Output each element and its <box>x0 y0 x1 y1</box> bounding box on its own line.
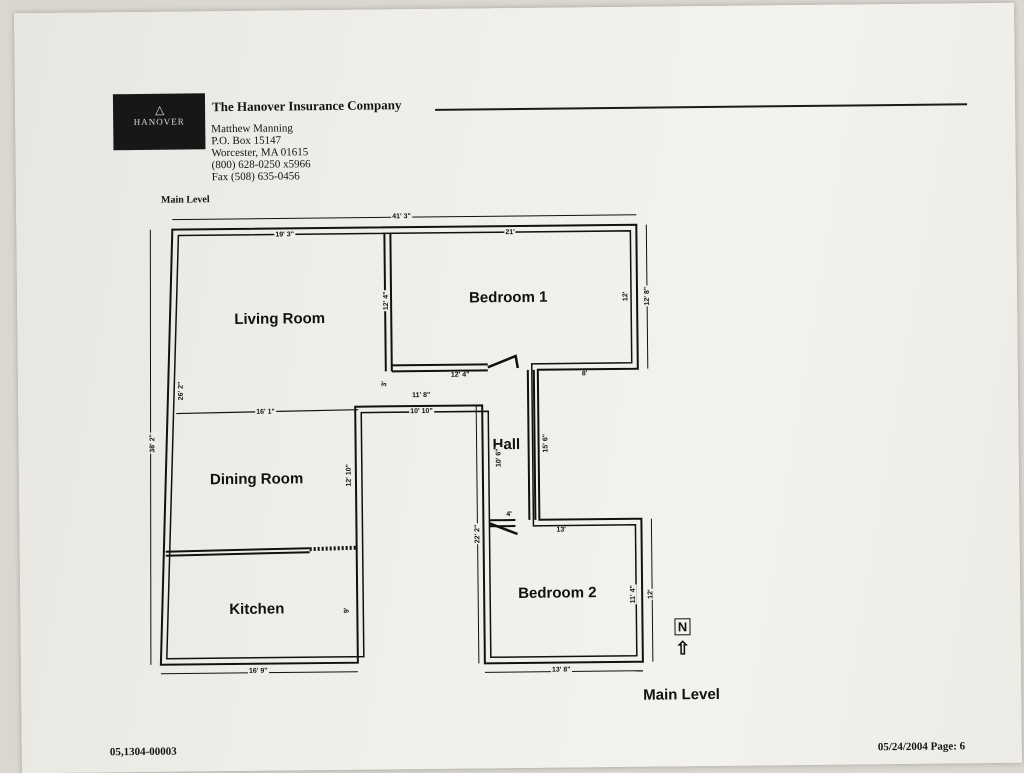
dim-bedroom1-right-outer: 12' 8" <box>643 285 651 307</box>
dim-living-left-height: 26' 2" <box>177 380 185 402</box>
level-caption: Main Level <box>643 685 721 704</box>
room-kitchen: Kitchen <box>229 600 285 619</box>
inner-wall-line <box>166 230 638 660</box>
room-bedroom-2: Bedroom 2 <box>518 584 597 603</box>
dim-bedroom1-bottom-left: 12' 4" <box>449 371 471 379</box>
dining-kitchen-wall <box>165 547 310 557</box>
room-living-room: Living Room <box>234 310 326 328</box>
north-letter: N <box>674 618 691 636</box>
dim-bedroom1-width: 21' <box>504 229 516 237</box>
dim-bedroom1-bottom-right: 8' <box>580 370 589 378</box>
dim-overall-width: 41' 3" <box>391 213 412 221</box>
dim-bedroom2-width: 13' 8" <box>550 666 572 674</box>
dim-living-bedroom-wall: 12' 4" <box>382 290 390 312</box>
dim-hall-top-outer: 11' 8" <box>411 391 432 400</box>
door-bedroom2 <box>488 522 518 536</box>
dim-hall-right: 15' 6" <box>542 432 550 454</box>
outer-wall <box>159 223 644 666</box>
dim-bedroom2-inner-height: 11' 4" <box>629 584 637 605</box>
room-dining-room: Dining Room <box>209 470 304 489</box>
fax-page: △ HANOVER The Hanover Insurance Company … <box>14 2 1022 773</box>
north-arrow-icon: ⇧ <box>675 638 691 659</box>
dim-hall-bottom: 4' <box>505 511 513 519</box>
dim-small-offset: 3' <box>381 380 389 388</box>
floor-plan-drawing <box>149 214 654 675</box>
hall-right-wall <box>526 369 537 520</box>
dim-core-height: 22' 2" <box>474 523 482 545</box>
bedroom1-bottom-wall <box>391 363 488 373</box>
document-id: 05,1304-00003 <box>109 745 177 759</box>
room-bedroom-1: Bedroom 1 <box>468 288 548 307</box>
dim-bedroom1-right-inner: 12' <box>622 290 630 303</box>
kitchen-opening <box>309 545 356 552</box>
date-and-page: 05/24/2004 Page: 6 <box>877 740 966 754</box>
door-bedroom1 <box>487 354 520 369</box>
dim-overall-height: 38' 2" <box>149 432 157 454</box>
dim-dining-height: 12' 10" <box>345 462 353 488</box>
dim-hall-top-inner: 10' 10" <box>409 407 434 416</box>
dim-bedroom2-right-height: 12' <box>647 588 655 600</box>
dim-kitchen-width: 16' 9" <box>247 667 269 675</box>
north-indicator: N ⇧ <box>672 618 692 659</box>
dim-bedroom2-top: 13' <box>555 526 567 534</box>
dim-living-width: 19' 3" <box>274 231 296 239</box>
dim-hall-inner: 10' 6" <box>495 447 503 469</box>
dim-dining-width: 16' 1" <box>255 408 276 416</box>
dim-kitchen-right: 9' <box>343 606 351 615</box>
